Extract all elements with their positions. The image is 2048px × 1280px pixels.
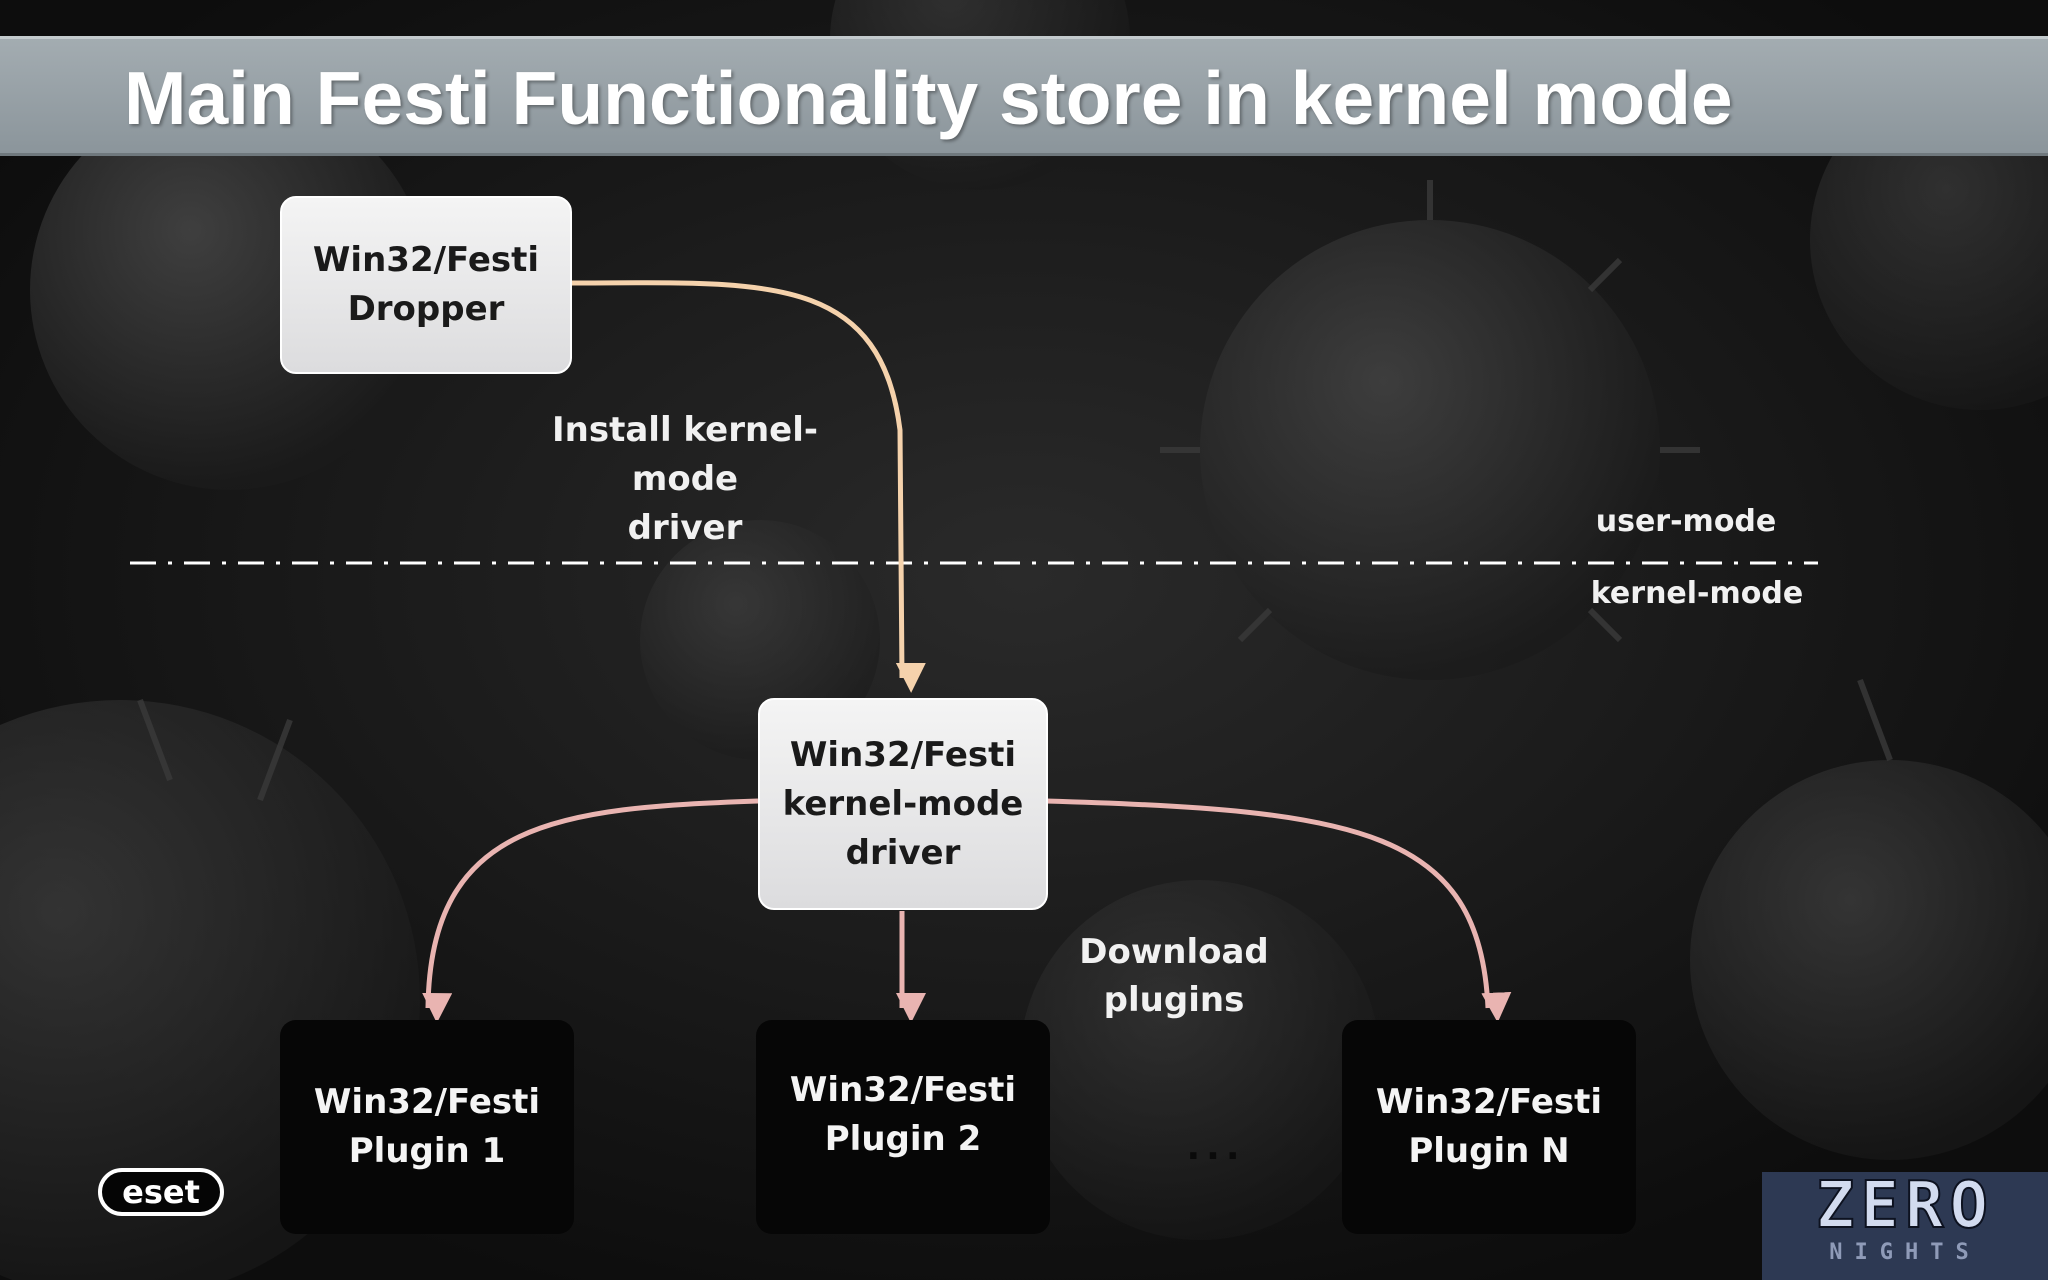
download-arrow-plugin-1 bbox=[422, 798, 759, 1024]
download-arrow-plugin-n bbox=[1045, 798, 1512, 1023]
plugin-2-node-label: Win32/Festi Plugin 2 bbox=[789, 1070, 1017, 1159]
install-arrow bbox=[571, 280, 926, 693]
zeronights-logo: ZERO NIGHTS bbox=[1762, 1169, 2048, 1280]
kernel-driver-node: Win32/Festi kernel-mode driver bbox=[758, 698, 1048, 910]
download-edge-label: Download plugins bbox=[1079, 932, 1269, 1020]
dropper-node-label: Win32/Festi Dropper bbox=[312, 240, 540, 329]
plugins-ellipsis: ... bbox=[1186, 1127, 1246, 1168]
plugin-1-node-label: Win32/Festi Plugin 1 bbox=[313, 1082, 541, 1171]
install-edge-label: Install kernel-mode driver bbox=[552, 410, 818, 548]
plugin-n-node-label: Win32/Festi Plugin N bbox=[1375, 1082, 1603, 1171]
eset-logo-text: eset bbox=[122, 1173, 200, 1211]
eset-logo: eset bbox=[98, 1168, 224, 1216]
user-mode-label: user-mode bbox=[1595, 504, 1777, 539]
dropper-node: Win32/Festi Dropper bbox=[280, 196, 572, 374]
zeronights-logo-word: ZERO bbox=[1815, 1169, 1995, 1243]
kernel-mode-label: kernel-mode bbox=[1590, 576, 1804, 611]
zeronights-logo-subword: NIGHTS bbox=[1829, 1240, 1981, 1265]
plugin-2-node: Win32/Festi Plugin 2 bbox=[756, 1020, 1050, 1234]
title-bar bbox=[0, 36, 2048, 156]
kernel-driver-node-label: Win32/Festi kernel-mode driver bbox=[782, 734, 1024, 873]
plugin-n-node: Win32/Festi Plugin N bbox=[1342, 1020, 1636, 1234]
plugin-1-node: Win32/Festi Plugin 1 bbox=[280, 1020, 574, 1234]
slide-title: Main Festi Functionality store in kernel… bbox=[124, 56, 1733, 140]
